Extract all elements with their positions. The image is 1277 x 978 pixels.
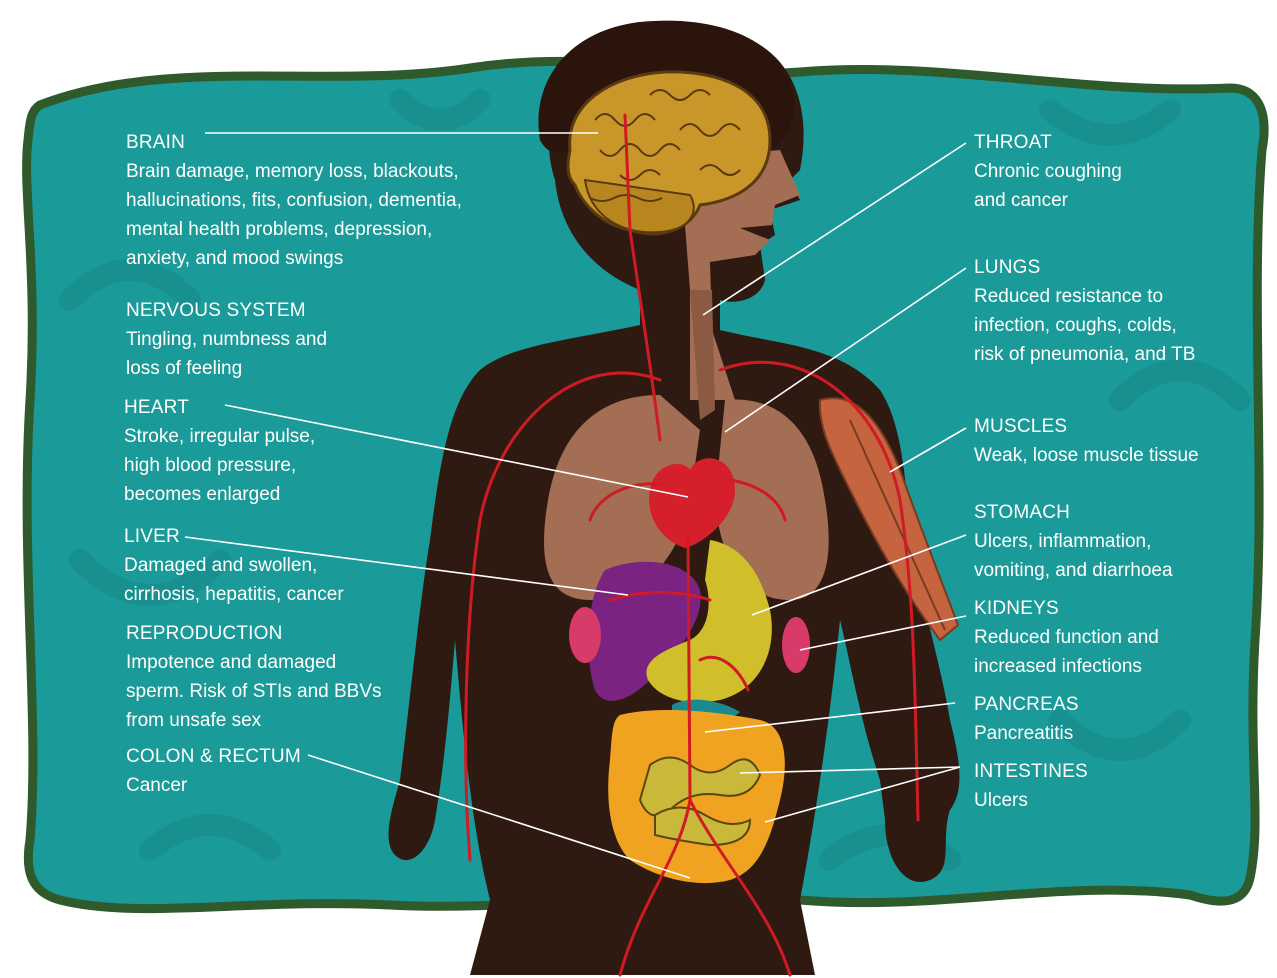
label-intestines: INTESTINES Ulcers bbox=[974, 757, 1088, 815]
label-reproduction: REPRODUCTION Impotence and damaged sperm… bbox=[126, 619, 382, 735]
label-desc: Reduced resistance to infection, coughs,… bbox=[974, 282, 1195, 369]
label-title: LUNGS bbox=[974, 253, 1195, 282]
label-title: STOMACH bbox=[974, 498, 1173, 527]
label-title: REPRODUCTION bbox=[126, 619, 382, 648]
label-colon-rectum: COLON & RECTUM Cancer bbox=[126, 742, 301, 800]
label-desc: Weak, loose muscle tissue bbox=[974, 441, 1199, 470]
label-stomach: STOMACH Ulcers, inflammation, vomiting, … bbox=[974, 498, 1173, 585]
label-title: NERVOUS SYSTEM bbox=[126, 296, 327, 325]
intestines bbox=[608, 710, 785, 883]
label-desc: Tingling, numbness and loss of feeling bbox=[126, 325, 327, 383]
label-lungs: LUNGS Reduced resistance to infection, c… bbox=[974, 253, 1195, 369]
label-desc: Pancreatitis bbox=[974, 719, 1079, 748]
label-title: PANCREAS bbox=[974, 690, 1079, 719]
label-title: COLON & RECTUM bbox=[126, 742, 301, 771]
right-kidney bbox=[782, 617, 810, 673]
label-desc: Brain damage, memory loss, blackouts, ha… bbox=[126, 157, 462, 273]
label-desc: Ulcers, inflammation, vomiting, and diar… bbox=[974, 527, 1173, 585]
label-title: MUSCLES bbox=[974, 412, 1199, 441]
label-throat: THROAT Chronic coughing and cancer bbox=[974, 128, 1122, 215]
label-liver: LIVER Damaged and swollen, cirrhosis, he… bbox=[124, 522, 344, 609]
label-desc: Cancer bbox=[126, 771, 301, 800]
label-title: INTESTINES bbox=[974, 757, 1088, 786]
label-desc: Chronic coughing and cancer bbox=[974, 157, 1122, 215]
label-title: HEART bbox=[124, 393, 315, 422]
label-brain: BRAIN Brain damage, memory loss, blackou… bbox=[126, 128, 462, 273]
label-kidneys: KIDNEYS Reduced function and increased i… bbox=[974, 594, 1159, 681]
label-heart: HEART Stroke, irregular pulse, high bloo… bbox=[124, 393, 315, 509]
label-title: BRAIN bbox=[126, 128, 462, 157]
label-desc: Impotence and damaged sperm. Risk of STI… bbox=[126, 648, 382, 735]
label-title: THROAT bbox=[974, 128, 1122, 157]
label-muscles: MUSCLES Weak, loose muscle tissue bbox=[974, 412, 1199, 470]
label-desc: Reduced function and increased infection… bbox=[974, 623, 1159, 681]
label-pancreas: PANCREAS Pancreatitis bbox=[974, 690, 1079, 748]
label-desc: Damaged and swollen, cirrhosis, hepatiti… bbox=[124, 551, 344, 609]
label-title: KIDNEYS bbox=[974, 594, 1159, 623]
label-title: LIVER bbox=[124, 522, 344, 551]
label-nervous-system: NERVOUS SYSTEM Tingling, numbness and lo… bbox=[126, 296, 327, 383]
left-kidney bbox=[569, 607, 601, 663]
label-desc: Ulcers bbox=[974, 786, 1088, 815]
label-desc: Stroke, irregular pulse, high blood pres… bbox=[124, 422, 315, 509]
